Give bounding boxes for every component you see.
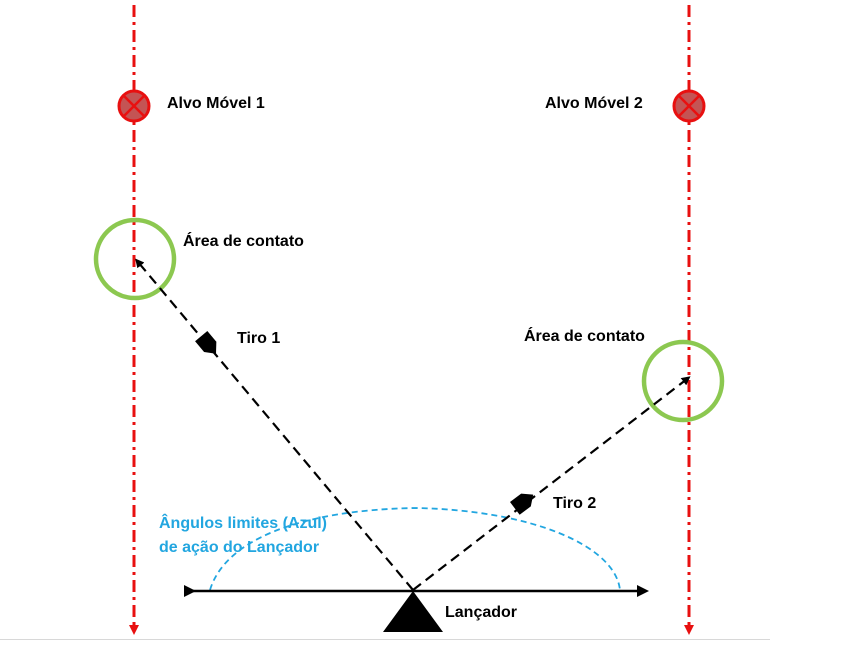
shot-label-2: Tiro 2 (553, 495, 597, 512)
projectile-1 (195, 330, 217, 354)
shot-path-1 (135, 258, 414, 591)
contact-area-2 (641, 339, 725, 423)
target-label-1: Alvo Móvel 1 (167, 95, 265, 112)
launcher-icon (383, 591, 443, 632)
target-label-2: Alvo Móvel 2 (545, 95, 643, 112)
contact-area-1 (93, 217, 177, 301)
shot-path-2 (412, 376, 691, 591)
projectile-2 (509, 493, 534, 515)
target-marker-2 (672, 89, 706, 123)
shot-label-1: Tiro 1 (237, 330, 281, 347)
contact-area-label-2: Área de contato (524, 328, 645, 345)
angle-limit-note-line2: de ação do Lançador (159, 539, 320, 556)
angle-limit-note-line1: Ângulos limites (Azul) (159, 515, 327, 532)
contact-area-label-1: Área de contato (183, 233, 304, 250)
angle-limit-arc (209, 507, 621, 591)
launcher-label: Lançador (445, 604, 518, 621)
bottom-rule (0, 639, 770, 640)
target-marker-1 (117, 89, 151, 123)
